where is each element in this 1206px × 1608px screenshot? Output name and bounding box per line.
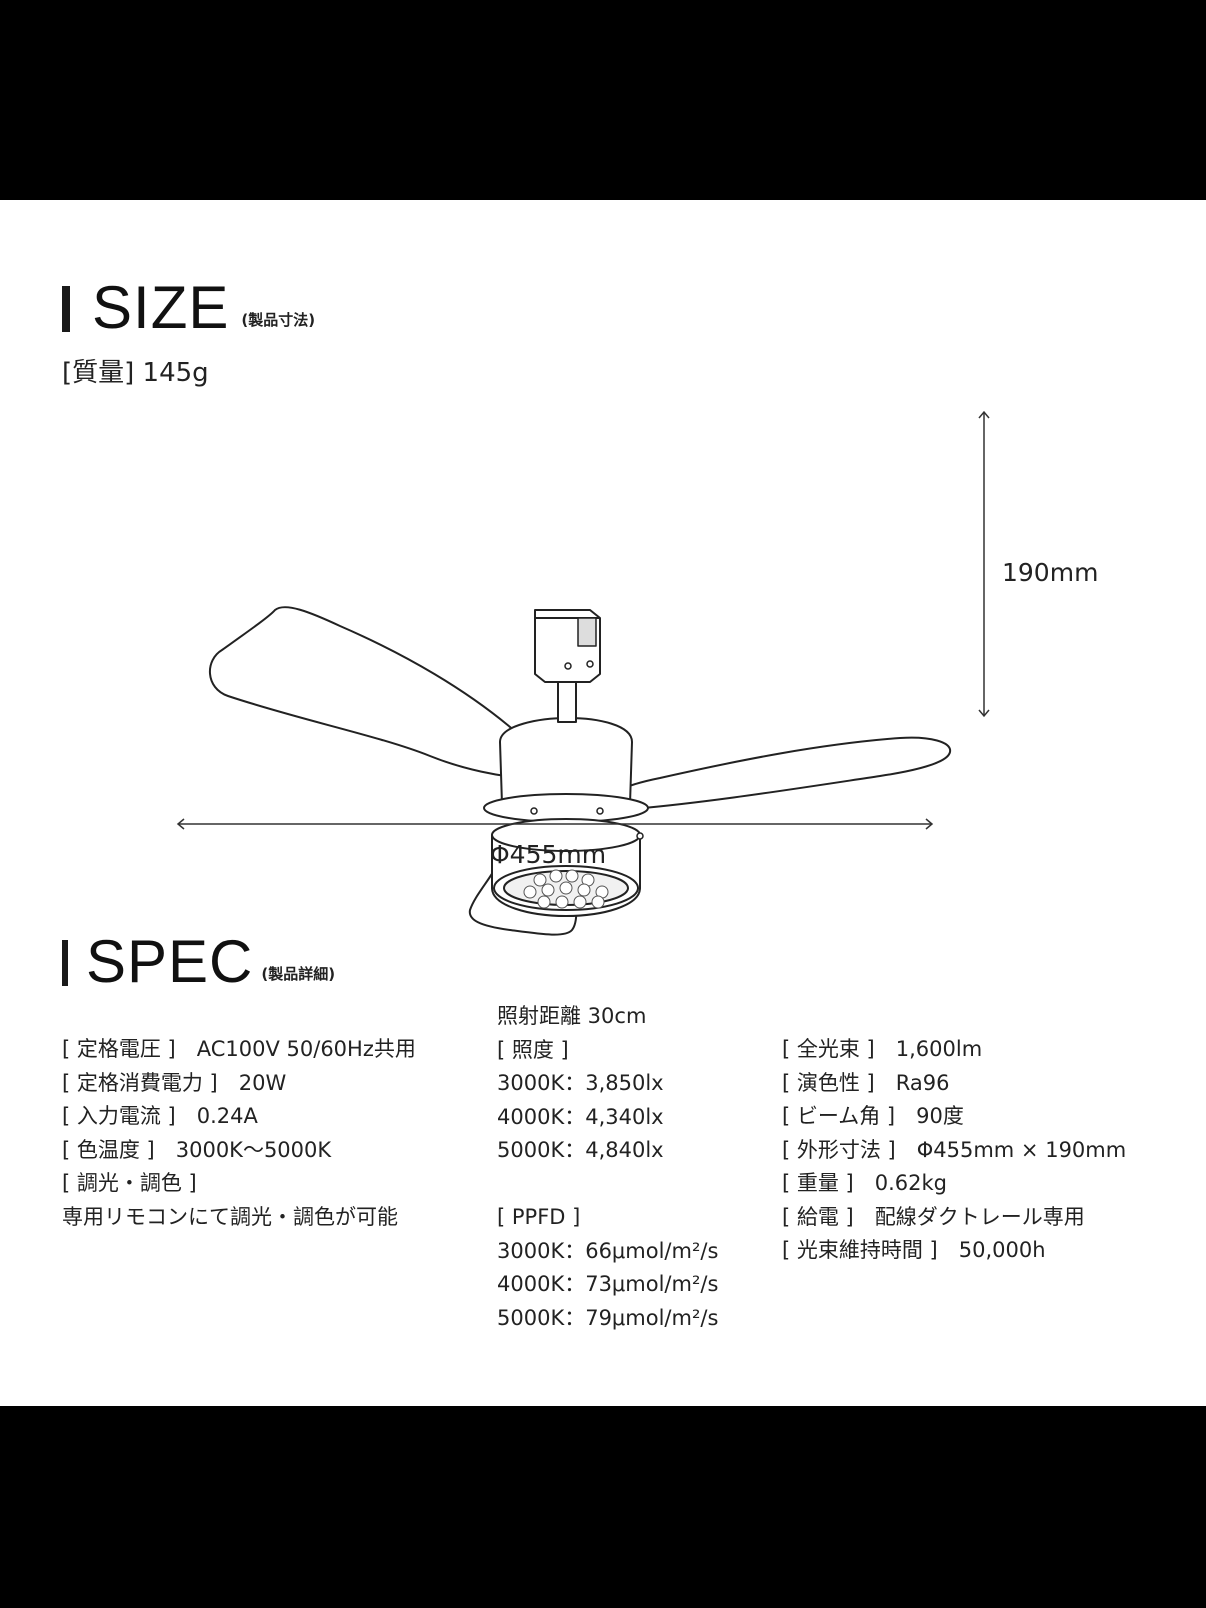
diameter-label: Φ455mm <box>490 840 607 869</box>
spec-row: [ 重量 ] 0.62kg <box>782 1171 947 1195</box>
spec-row: 4000K：4,340lx <box>497 1104 664 1129</box>
ceiling-fan-illustration <box>208 606 952 936</box>
spec-row: [ 調光・調色 ] <box>62 1171 197 1195</box>
spec-row: [ 色温度 ] 3000K〜5000K <box>62 1137 332 1162</box>
spec-column-illuminance: 照射距離 30cm [ 照度 ] 3000K：3,850lx 4000K：4,3… <box>497 1000 718 1335</box>
spec-row: [ 外形寸法 ] Φ455mm × 190mm <box>782 1137 1127 1162</box>
spec-row: 4000K：73μmol/m²/s <box>497 1272 719 1296</box>
spec-column-optics: [ 全光束 ] 1,600lm [ 演色性 ] Ra96 [ ビーム角 ] 90… <box>782 1033 1126 1268</box>
height-label: 190mm <box>1002 558 1099 587</box>
spec-row: [ 全光束 ] 1,600lm <box>782 1037 983 1061</box>
heading-bar <box>62 286 70 332</box>
spec-column-electrical: [ 定格電圧 ] AC100V 50/60Hz共用 [ 定格消費電力 ] 20W… <box>62 1033 416 1234</box>
diameter-dimension-arrow <box>176 818 934 830</box>
spec-row: [ 光束維持時間 ] 50,000h <box>782 1238 1046 1262</box>
spec-row: [ 定格消費電力 ] 20W <box>62 1070 287 1095</box>
product-sheet: SIZE (製品寸法) [質量] 145g <box>0 200 1206 1406</box>
spec-subtitle: (製品詳細) <box>261 965 336 983</box>
spec-row: [ 演色性 ] Ra96 <box>782 1070 950 1095</box>
product-weight: [質量] 145g <box>62 358 209 388</box>
spec-row: 5000K：79μmol/m²/s <box>497 1305 719 1330</box>
spec-row: [ 照度 ] <box>497 1037 569 1062</box>
spec-row: [ 入力電流 ] 0.24A <box>62 1104 258 1128</box>
spec-heading: SPEC (製品詳細) <box>62 932 335 992</box>
size-title: SIZE <box>92 274 230 341</box>
spec-row: 3000K：3,850lx <box>497 1071 664 1095</box>
spec-spacer <box>497 1168 718 1202</box>
spec-row: 3000K：66μmol/m²/s <box>497 1238 719 1263</box>
size-heading: SIZE (製品寸法) <box>62 278 315 338</box>
spec-row: [ 給電 ] 配線ダクトレール専用 <box>782 1204 1085 1229</box>
spec-row: [ PPFD ] <box>497 1205 581 1229</box>
height-dimension-arrow <box>978 410 990 718</box>
spec-row: 5000K：4,840lx <box>497 1138 664 1162</box>
spec-row: [ ビーム角 ] 90度 <box>782 1104 964 1128</box>
spec-row: 照射距離 30cm <box>497 1004 647 1028</box>
spec-row: 専用リモコンにて調光・調色が可能 <box>62 1204 398 1229</box>
spec-title: SPEC <box>86 928 254 995</box>
heading-bar <box>62 940 68 986</box>
spec-row: [ 定格電圧 ] AC100V 50/60Hz共用 <box>62 1037 416 1061</box>
size-subtitle: (製品寸法) <box>241 311 316 329</box>
